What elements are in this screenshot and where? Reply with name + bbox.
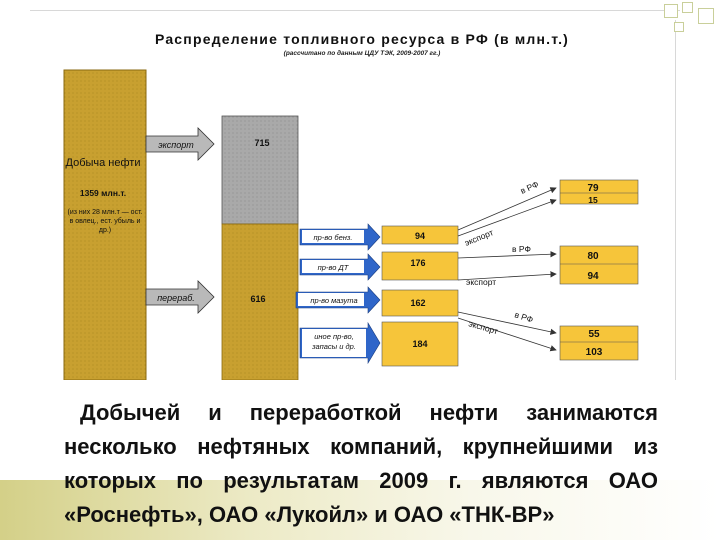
product-row-diesel: пр-во ДТ 176 [299,251,459,281]
product-label: иное пр-во, запасы и др. [312,332,356,351]
result-export: 94 [587,271,599,282]
flow-label-export-3: экспорт [467,318,499,336]
frame-line-right [675,20,676,380]
production-amount: 1359 млн.т. [80,188,126,198]
flow-label-export-2: экспорт [466,277,496,287]
refining-total-value: 616 [250,294,265,304]
result-domestic: 79 [587,183,599,194]
frame-line-top [30,10,680,11]
flow-label-rf-3: в РФ [513,309,534,324]
corner-decoration [660,0,720,40]
slide-caption: Добычей и переработкой нефти занимаются … [64,396,658,532]
product-value: 94 [415,231,425,241]
product-row-fuel-oil: пр-во мазута 162 [295,286,459,317]
refining-arrow-label: перераб. [157,293,195,303]
result-export: 103 [586,347,603,358]
result-group-3: 55 103 [559,325,639,361]
product-label: пр-во мазута [310,296,357,305]
diagram-subtitle: (рассчитано по данным ЦДУ ТЭК, 2009-2007… [284,49,441,57]
result-group-1: 79 15 [559,179,639,205]
product-row-other: иное пр-во, запасы и др. 184 [299,321,459,367]
diagram-title: Распределение топливного ресурса в РФ (в… [155,31,569,47]
export-total-value: 715 [254,138,269,148]
production-note-box: (из них 28 млн.т — ост. в овлец., ест. у… [67,209,143,234]
result-group-2: 80 94 [559,245,639,285]
product-value: 184 [412,339,427,349]
production-note: (из них 28 млн.т — ост. в овлец., ест. у… [67,209,143,234]
result-domestic: 80 [587,251,599,262]
flow-label-export-1: экспорт [463,227,495,248]
refining-arrow [145,280,215,314]
product-label: пр-во бенз. [314,233,353,242]
flow-label-rf-2: в РФ [512,244,531,254]
caption-text: Добычей и переработкой нефти занимаются … [64,400,658,527]
export-arrow-label: экспорт [158,140,194,150]
product-row-gasoline: пр-во бенз. 94 [299,223,459,251]
product-value: 162 [410,298,425,308]
export-arrow [145,127,215,161]
fuel-distribution-diagram: Распределение топливного ресурса в РФ (в… [63,31,639,380]
world-map-decoration [0,480,720,540]
flow-label-rf-1: в РФ [519,179,540,196]
product-label-box: иное пр-во, запасы и др. [312,332,356,351]
result-domestic: 55 [588,329,600,340]
production-heading: Добыча нефти [66,157,141,169]
product-label: пр-во ДТ [318,263,350,272]
flow-lines [457,187,557,352]
production-heading-line1: Добыча нефти [66,157,141,169]
product-value: 176 [410,258,425,268]
result-export: 15 [588,195,598,205]
